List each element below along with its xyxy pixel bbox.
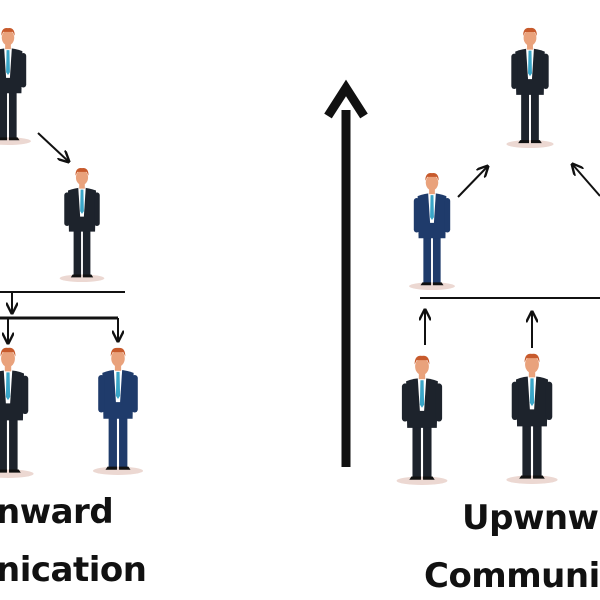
person-manager-right: [506, 27, 554, 148]
arrow-peer-to-manager: [573, 165, 600, 197]
person-employee-right-1: [396, 355, 448, 485]
downward-caption-line1: nward: [0, 492, 114, 532]
upward-caption-line2: Communi: [424, 556, 600, 596]
person-supervisor-right: [409, 172, 455, 290]
person-employee-left-2: [93, 347, 143, 475]
person-manager-left: [0, 27, 31, 145]
big-up-arrow: [324, 79, 368, 467]
person-supervisor-left: [59, 168, 105, 282]
downward-connectors: [0, 132, 125, 342]
downward-caption-line2: nication: [0, 550, 147, 590]
upward-connectors: [420, 165, 600, 348]
upward-caption-line1: Upwnw: [462, 498, 599, 538]
person-employee-right-2: [506, 353, 558, 484]
arrow-supervisor-to-manager: [457, 167, 487, 198]
arrow-manager-to-supervisor: [37, 132, 68, 161]
person-employee-left-1: [0, 347, 34, 478]
